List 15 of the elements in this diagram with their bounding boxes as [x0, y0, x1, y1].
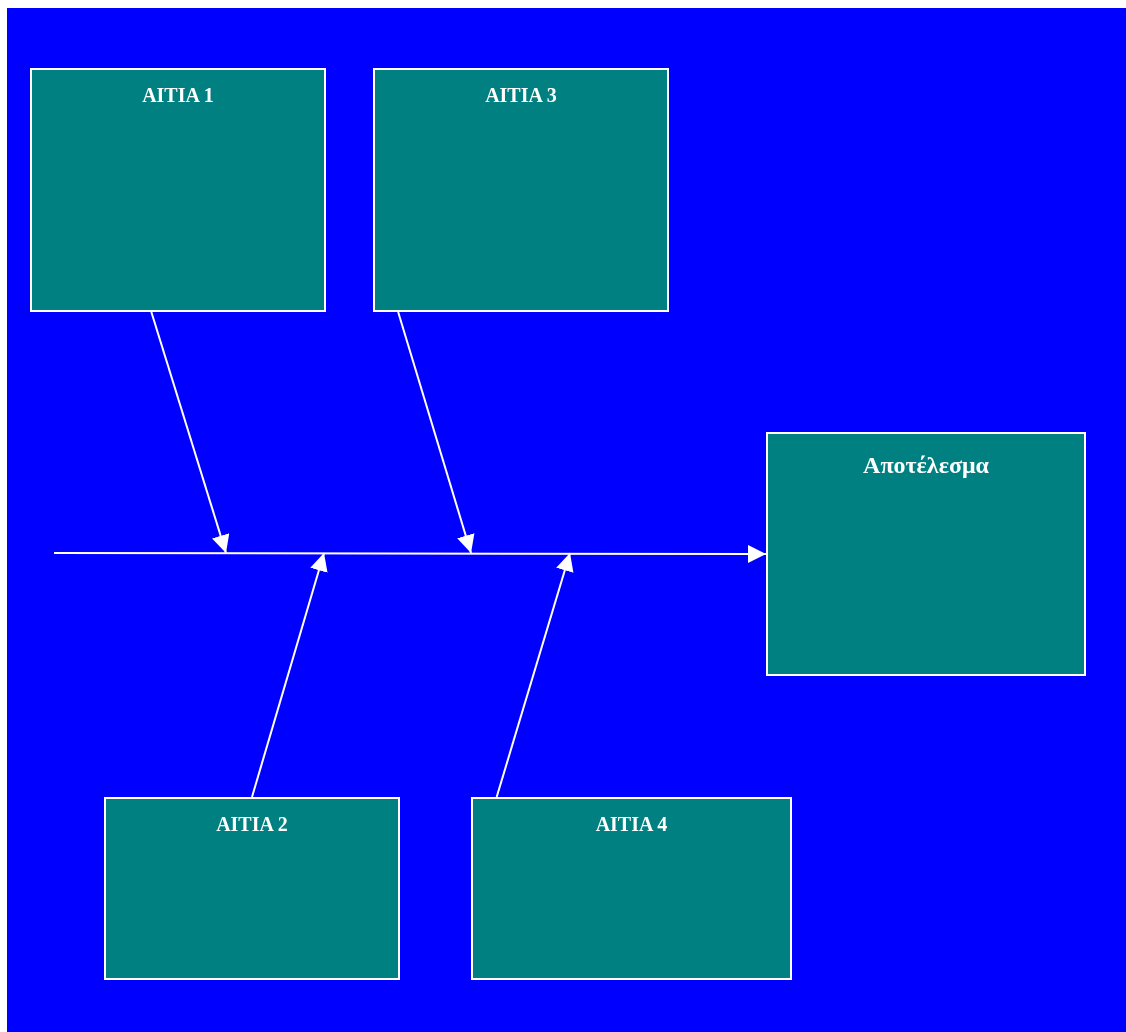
box-heading: ΑΙΤΙΑ 4	[594, 813, 669, 836]
box-heading: ΑΙΤΙΑ 3	[484, 84, 558, 107]
box-heading: ΑΙΤΙΑ 1	[141, 84, 215, 107]
box-heading: Αποτέλεσμα	[862, 452, 990, 479]
cause-box	[471, 797, 792, 980]
arrow	[53, 544, 767, 563]
arrow	[251, 552, 328, 798]
box-heading: ΑΙΤΙΑ 2	[215, 813, 289, 836]
arrow	[495, 552, 574, 798]
arrow	[397, 311, 475, 554]
cause-box	[104, 797, 400, 980]
arrow	[150, 311, 230, 554]
cause-box	[30, 68, 326, 312]
cause-box	[766, 432, 1086, 676]
cause-box	[373, 68, 669, 312]
